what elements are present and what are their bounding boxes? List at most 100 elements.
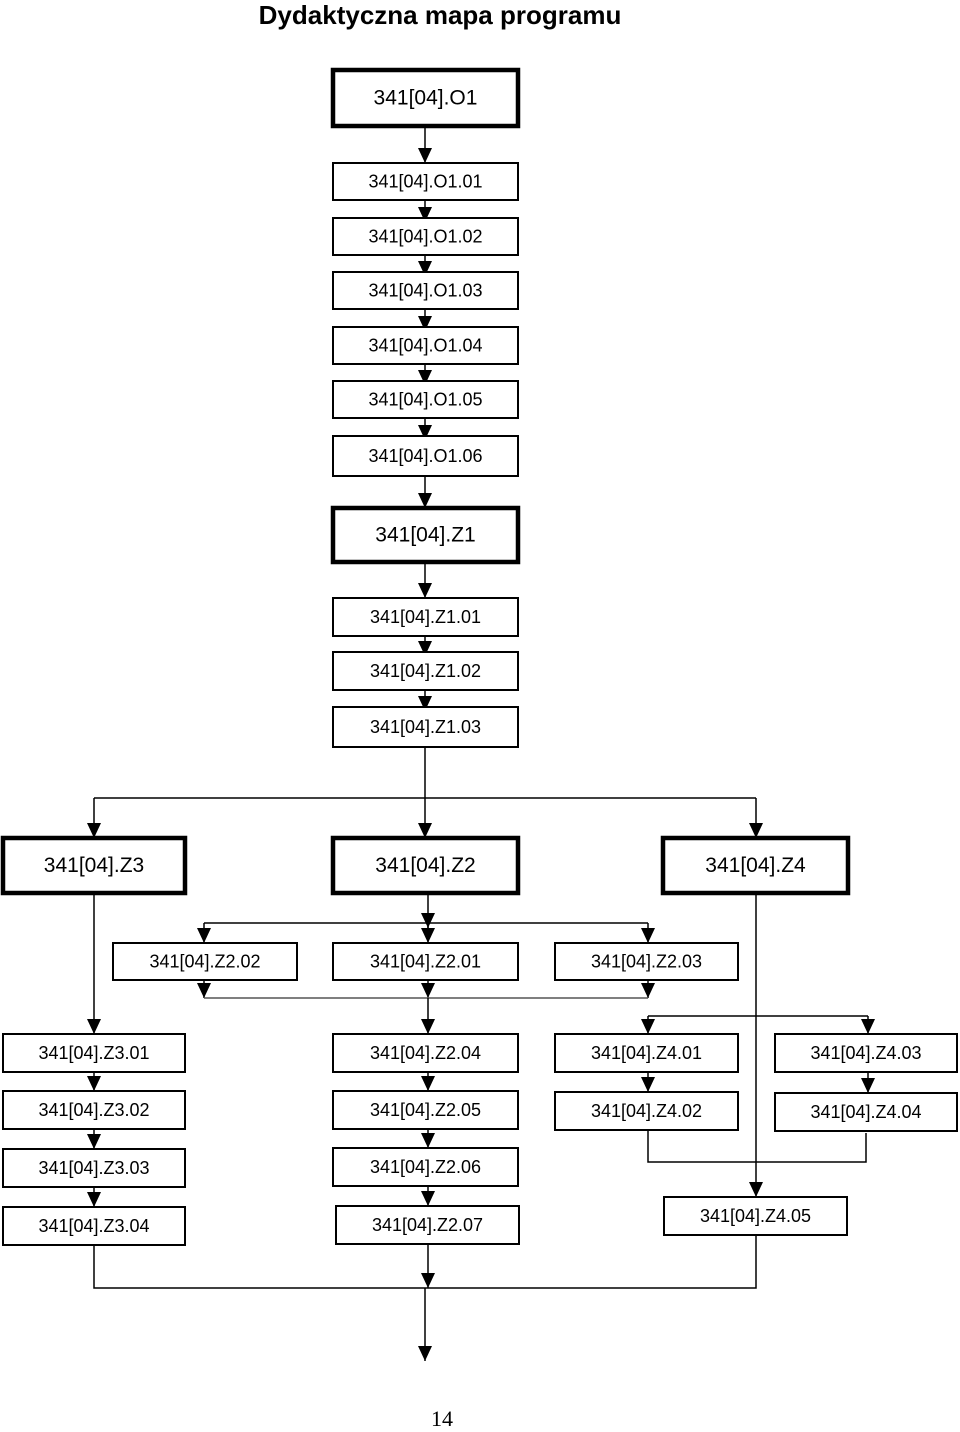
unit-box-frame: [330, 835, 521, 896]
unit-box-frame: [554, 1033, 739, 1073]
page-number: 14: [431, 1406, 453, 1431]
unit-box-frame: [332, 217, 519, 256]
unit-box-z3: 341[04].Z3: [0, 835, 188, 896]
unit-box-z4-01: 341[04].Z4.01: [554, 1033, 739, 1073]
unit-box-z2-04: 341[04].Z2.04: [332, 1033, 519, 1073]
unit-label: 341[04].O1: [374, 87, 478, 110]
unit-box-o1-04: 341[04].O1.04: [332, 326, 519, 365]
unit-box-frame: [554, 942, 739, 981]
arrowhead: [641, 928, 655, 943]
unit-box-z3-01: 341[04].Z3.01: [2, 1033, 186, 1073]
unit-box-frame: [332, 597, 519, 637]
arrowhead: [421, 1273, 435, 1288]
arrowhead: [197, 928, 211, 943]
unit-label: 341[04].Z4.02: [591, 1101, 702, 1121]
unit-box-frame: [330, 505, 521, 565]
unit-box-z3-04: 341[04].Z3.04: [2, 1206, 186, 1246]
arrowhead: [641, 1077, 655, 1092]
unit-box-z2: 341[04].Z2: [330, 835, 521, 896]
unit-label: 341[04].Z2.03: [591, 952, 702, 972]
unit-box-z2-05: 341[04].Z2.05: [332, 1090, 519, 1130]
unit-label: 341[04].Z3.03: [38, 1158, 149, 1178]
unit-box-z1-02: 341[04].Z1.02: [332, 651, 519, 691]
unit-box-z2-06: 341[04].Z2.06: [332, 1147, 519, 1187]
unit-box-o1: 341[04].O1: [330, 67, 521, 129]
unit-box-z2-07: 341[04].Z2.07: [335, 1205, 520, 1245]
unit-label: 341[04].O1.01: [368, 172, 482, 192]
unit-box-z1-01: 341[04].Z1.01: [332, 597, 519, 637]
unit-label: 341[04].Z2.07: [372, 1215, 483, 1235]
unit-label: 341[04].Z2.06: [370, 1157, 481, 1177]
arrowhead: [418, 261, 432, 276]
arrowhead: [418, 370, 432, 385]
unit-box-z2-02: 341[04].Z2.02: [112, 942, 298, 981]
arrowhead: [641, 983, 655, 998]
unit-box-frame: [774, 1033, 958, 1073]
unit-box-z2-01: 341[04].Z2.01: [332, 942, 519, 981]
arrowhead: [421, 913, 435, 928]
unit-box-z3-03: 341[04].Z3.03: [2, 1148, 186, 1188]
unit-box-frame: [332, 435, 519, 477]
arrowhead: [861, 1078, 875, 1093]
unit-box-frame: [332, 1033, 519, 1073]
unit-label: 341[04].Z4.04: [810, 1102, 921, 1122]
unit-box-frame: [112, 942, 298, 981]
unit-box-frame: [774, 1092, 958, 1132]
connector-line: [647, 1130, 867, 1163]
unit-box-frame: [332, 380, 519, 419]
arrowhead: [421, 1133, 435, 1148]
unit-box-frame: [660, 835, 851, 896]
unit-label: 341[04].O1.05: [368, 390, 482, 410]
arrowhead: [87, 1019, 101, 1034]
unit-label: 341[04].Z4.01: [591, 1043, 702, 1063]
unit-box-frame: [663, 1196, 848, 1236]
unit-box-frame: [2, 1148, 186, 1188]
arrowhead: [749, 823, 763, 838]
unit-box-frame: [330, 67, 521, 129]
connectors: [87, 126, 875, 1361]
unit-label: 341[04].Z2: [375, 854, 475, 877]
unit-box-frame: [332, 326, 519, 365]
arrowhead: [87, 1076, 101, 1091]
arrowhead: [421, 1019, 435, 1034]
arrowhead: [418, 641, 432, 656]
unit-box-frame: [332, 1147, 519, 1187]
unit-label: 341[04].Z3.01: [38, 1043, 149, 1063]
unit-label: 341[04].O1.06: [368, 446, 482, 466]
arrowhead: [418, 1346, 432, 1361]
arrowhead: [87, 823, 101, 838]
arrowhead: [197, 983, 211, 998]
unit-box-z4-03: 341[04].Z4.03: [774, 1033, 958, 1073]
unit-label: 341[04].Z1.01: [370, 607, 481, 627]
unit-box-z4-05: 341[04].Z4.05: [663, 1196, 848, 1236]
arrowhead: [421, 983, 435, 998]
unit-label: 341[04].Z3.02: [38, 1100, 149, 1120]
unit-label: 341[04].O1.03: [368, 281, 482, 301]
unit-box-o1-06: 341[04].O1.06: [332, 435, 519, 477]
unit-label: 341[04].Z3.04: [38, 1216, 149, 1236]
unit-box-frame: [0, 835, 188, 896]
unit-box-z1: 341[04].Z1: [330, 505, 521, 565]
page-title: Dydaktyczna mapa programu: [258, 0, 622, 30]
arrowhead: [87, 1192, 101, 1207]
arrowhead: [418, 696, 432, 711]
arrowhead: [418, 583, 432, 598]
unit-box-o1-01: 341[04].O1.01: [332, 162, 519, 201]
arrowhead: [418, 148, 432, 163]
arrowhead: [418, 207, 432, 222]
arrowhead: [861, 1019, 875, 1034]
unit-label: 341[04].Z4.05: [700, 1206, 811, 1226]
unit-box-frame: [332, 271, 519, 310]
unit-box-frame: [332, 651, 519, 691]
unit-box-frame: [2, 1033, 186, 1073]
unit-box-frame: [332, 706, 519, 748]
arrowhead: [641, 1019, 655, 1034]
arrowhead: [749, 1182, 763, 1197]
arrowhead: [421, 1191, 435, 1206]
unit-label: 341[04].Z2.02: [149, 952, 260, 972]
arrowhead: [418, 493, 432, 508]
unit-label: 341[04].Z4.03: [810, 1043, 921, 1063]
arrowhead: [418, 316, 432, 331]
arrowhead: [418, 823, 432, 838]
